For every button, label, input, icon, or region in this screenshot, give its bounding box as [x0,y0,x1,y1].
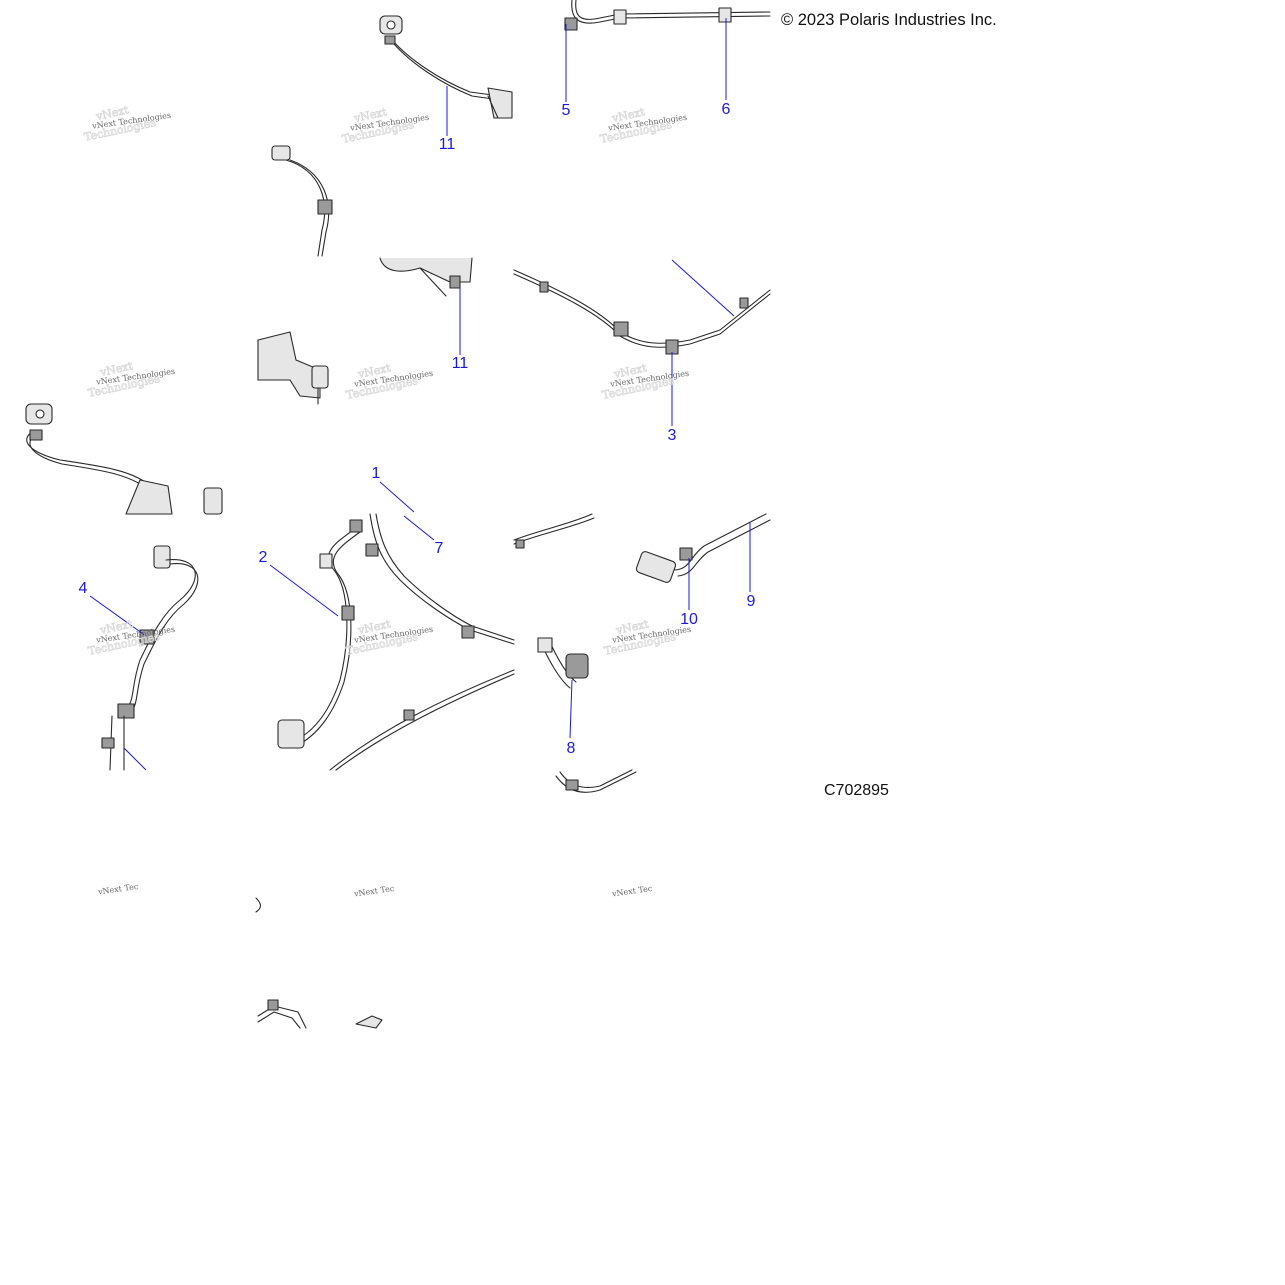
harness-panel-top-middle [271,15,513,257]
harness-panel-middle [257,257,473,405]
callout-8: 8 [566,740,576,757]
callout-5: 5 [561,102,571,119]
figure-id: C702895 [824,782,889,799]
harness-panel-lower-middle [277,513,515,771]
harness-panel-lower-left [101,545,199,771]
callout-4: 4 [78,580,88,597]
callout-6: 6 [721,101,731,118]
callout-7: 7 [434,540,444,557]
harness-panel-top-right [564,0,771,31]
callout-9: 9 [746,593,756,610]
callout-2: 2 [258,549,268,566]
harness-panel-middle-right [513,269,771,355]
copyright-notice: © 2023 Polaris Industries Inc. [781,11,997,29]
callout-11: 11 [451,355,469,372]
callout-1: 1 [371,465,381,482]
callout-11: 11 [438,136,456,153]
harness-panel-lower-right [513,513,771,689]
watermarks [82,102,678,659]
harness-panel-middle-left [25,403,223,515]
harness-fragments-bottom [255,769,637,1029]
leader-lines [89,18,751,771]
callout-3: 3 [667,427,677,444]
callout-10: 10 [680,611,698,628]
